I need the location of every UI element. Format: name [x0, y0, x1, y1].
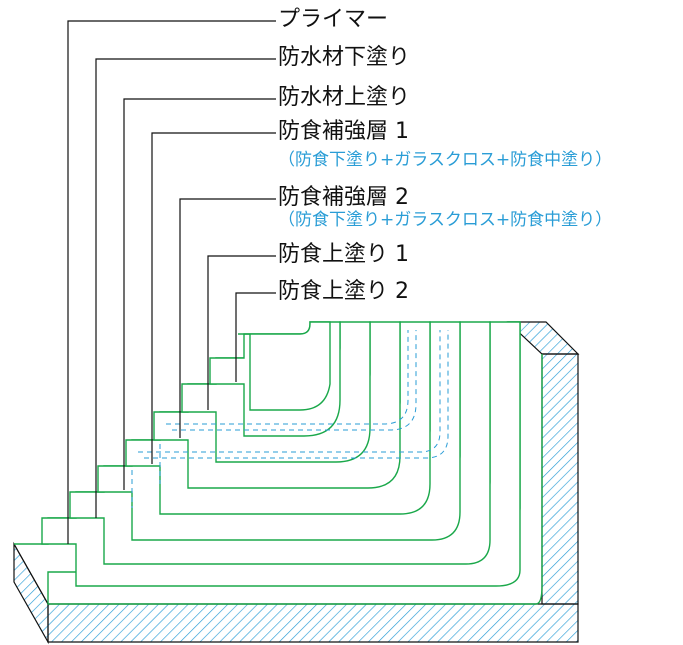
label-reinforce-1: 防食補強層 1 [278, 119, 409, 144]
layer-topcoat-2-face [238, 321, 331, 411]
glass-cloth-lines [131, 330, 449, 508]
substrate-wall-front [541, 353, 579, 605]
label-waterproof-base: 防水材下塗り [278, 45, 411, 70]
label-topcoat-1: 防食上塗り 1 [278, 242, 409, 267]
coating-layers [14, 321, 543, 605]
label-waterproof-top: 防水材上塗り [278, 85, 411, 110]
substrate-floor-front [47, 603, 579, 643]
label-primer: プライマー [278, 7, 389, 32]
substrate [13, 321, 580, 645]
note-reinforce-1: （防食下塗り+ガラスクロス+防食中塗り） [278, 150, 613, 170]
label-topcoat-2: 防食上塗り 2 [278, 279, 409, 304]
substrate-floor-side [13, 541, 49, 645]
note-reinforce-2: （防食下塗り+ガラスクロス+防食中塗り） [278, 210, 613, 230]
substrate-wall-top [506, 321, 580, 355]
leader-lines [67, 20, 276, 544]
label-reinforce-2: 防食補強層 2 [278, 185, 409, 210]
